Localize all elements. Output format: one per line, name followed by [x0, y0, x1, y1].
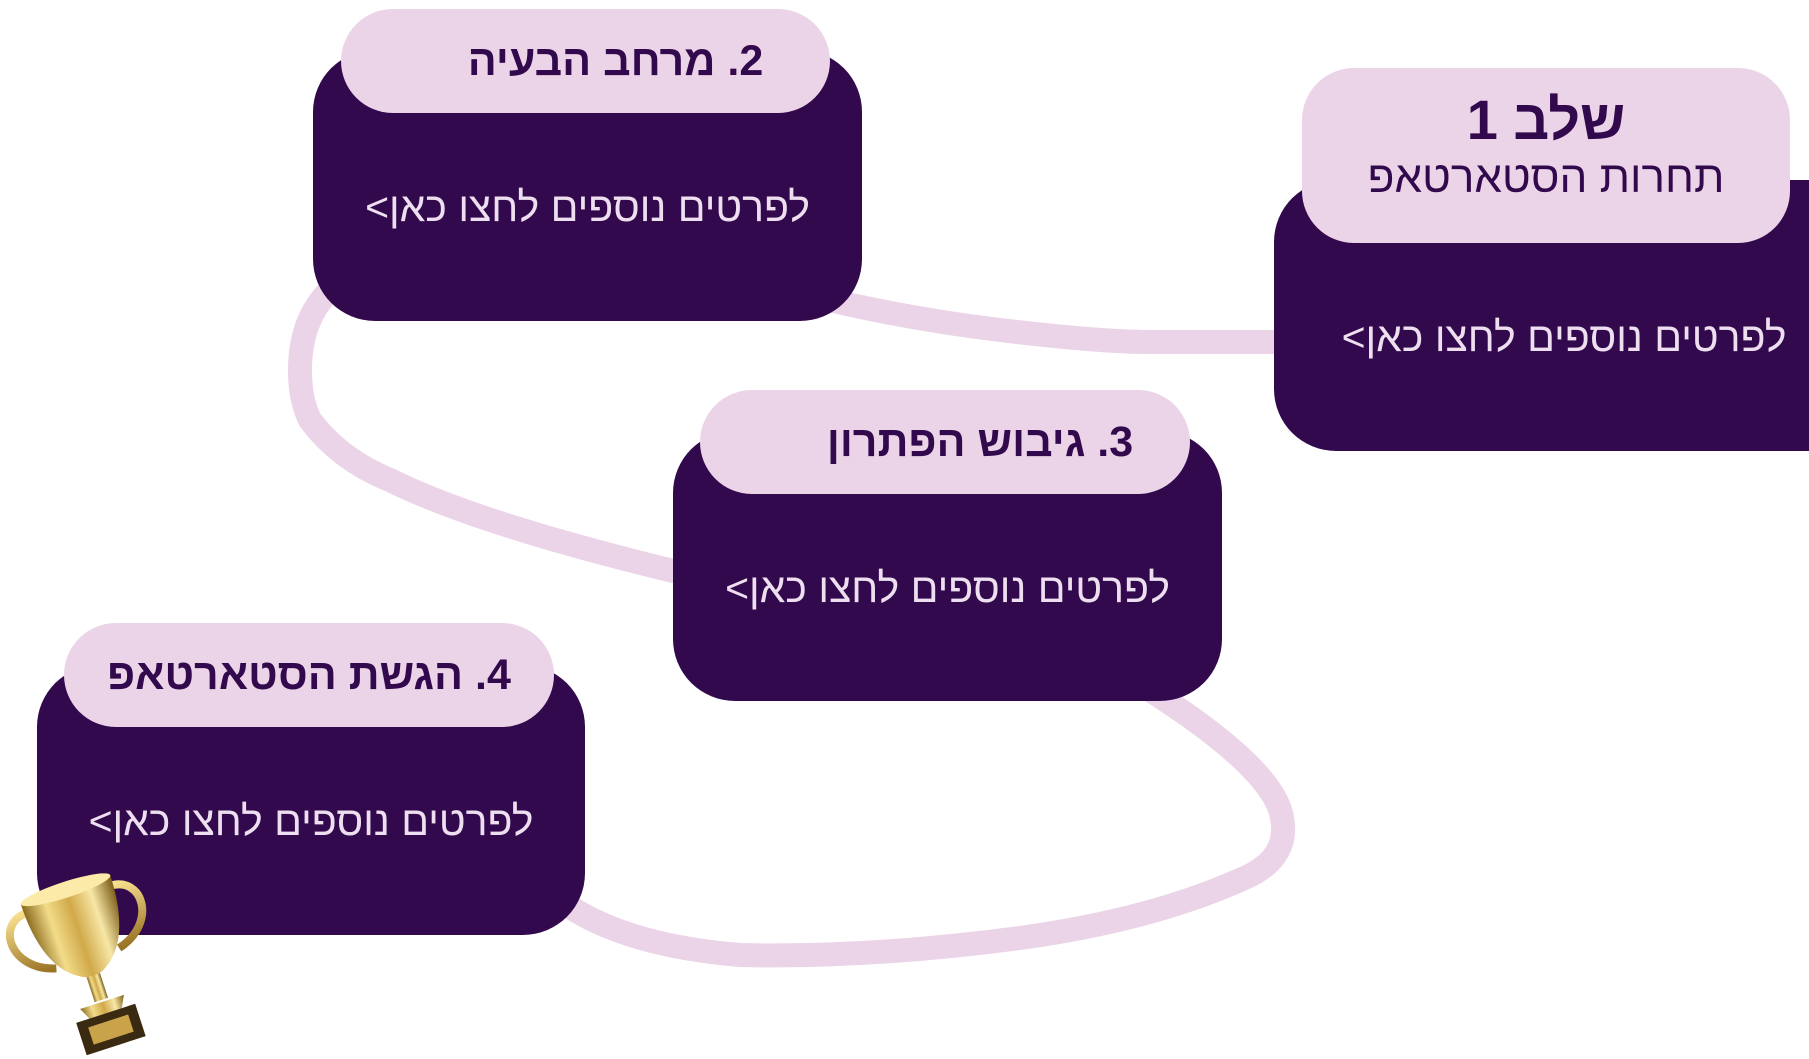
stage-3-link-text: לפרטים נוספים לחצו כאן>	[725, 565, 1170, 611]
stage-1-title-line2: תחרות הסטארטאפ	[1367, 153, 1725, 202]
trophy-icon	[6, 873, 147, 1056]
stage-4-title: 4. הגשת הסטארטאפ	[107, 651, 511, 699]
stage-1-link-text: לפרטים נוספים לחצו כאן>	[1341, 314, 1787, 360]
stage-1-title-line1: שלב 1	[1466, 88, 1626, 151]
stage-1-title-tab: שלב 1 תחרות הסטארטאפ	[1302, 68, 1790, 243]
stage-4-title-tab: 4. הגשת הסטארטאפ	[64, 623, 554, 727]
stage-4-link-text: לפרטים נוספים לחצו כאן>	[88, 798, 534, 844]
stage-2-link-text: לפרטים נוספים לחצו כאן>	[365, 184, 810, 230]
stage-3-title-tab: 3. גיבוש הפתרון	[700, 390, 1190, 494]
stage-2-title: 2. מרחב הבעיה	[467, 37, 764, 85]
stage-2-title-tab: 2. מרחב הבעיה	[341, 9, 830, 113]
stage-3-title: 3. גיבוש הפתרון	[826, 418, 1134, 466]
